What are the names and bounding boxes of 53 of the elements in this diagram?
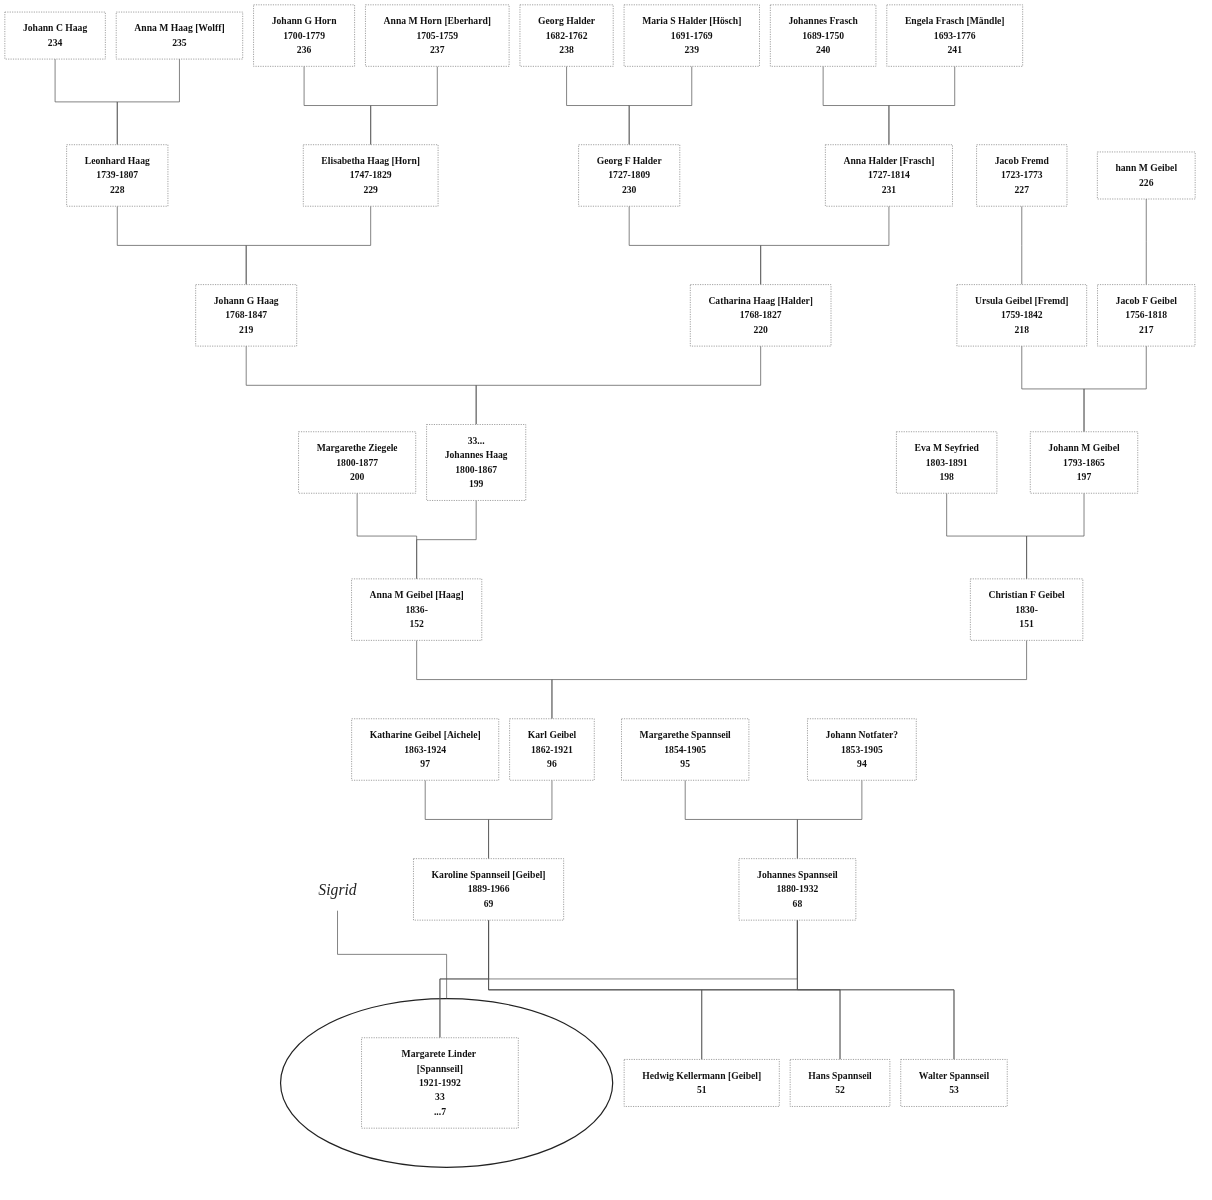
node-box: Johann M Geibel 1793-1865 197 xyxy=(1030,431,1139,494)
node-box: Jacob F Geibel 1756-1818 217 xyxy=(1097,284,1196,347)
node-box: Hedwig Kellermann [Geibel] 51 xyxy=(623,1059,780,1107)
node-box: 33... Johannes Haag 1800-1867 199 xyxy=(426,424,527,501)
node-box: Hans Spannseil 52 xyxy=(789,1059,891,1107)
node-box: Margarete Linder [Spannseil] 1921-1992 33 ...7 xyxy=(361,1037,519,1129)
connector xyxy=(888,65,956,146)
node-box: Anna Halder [Frasch] 1727-1814 231 xyxy=(825,144,953,207)
connector xyxy=(760,205,890,285)
cluster xyxy=(279,997,614,1168)
node-text: Sigrid xyxy=(318,880,357,899)
connector xyxy=(424,779,489,859)
node-box: Ursula Geibel [Fremd] 1759-1842 218 xyxy=(956,284,1087,347)
node-box: Johann C Haag 234 xyxy=(4,11,106,60)
connector xyxy=(946,492,1027,580)
node-box: Margarethe Ziegele 1800-1877 200 xyxy=(298,431,417,494)
node-box: Maria S Halder [Hösch] 1691-1769 239 xyxy=(623,4,760,67)
connector xyxy=(1021,345,1085,433)
node-box: Walter Spannseil 53 xyxy=(900,1059,1008,1107)
connector xyxy=(245,205,372,285)
node-box: Georg F Halder 1727-1809 230 xyxy=(578,144,681,207)
node-box: Engela Frasch [Mändle] 1693-1776 241 xyxy=(886,4,1023,67)
connector xyxy=(684,779,798,859)
connector xyxy=(356,492,418,580)
connector xyxy=(116,58,180,146)
node-box: Anna M Horn [Eberhard] 1705-1759 237 xyxy=(365,4,510,67)
node-box: Catharina Haag [Halder] 1768-1827 220 xyxy=(690,284,832,347)
node-box: Karl Geibel 1862-1921 96 xyxy=(509,718,595,781)
node-box: Christian F Geibel 1830- 151 xyxy=(970,578,1084,641)
node-box: Anna M Haag [Wolff] 235 xyxy=(115,11,243,60)
connector xyxy=(1021,205,1023,285)
connector xyxy=(370,65,438,146)
node-box: Johannes Spannseil 1880-1932 68 xyxy=(738,858,857,921)
connector xyxy=(416,640,553,720)
connector xyxy=(337,909,447,999)
node-box: Eva M Seyfried 1803-1891 198 xyxy=(896,431,998,494)
node-box: Leonhard Haag 1739-1807 228 xyxy=(66,144,169,207)
node-box: Johann G Horn 1700-1779 236 xyxy=(253,4,355,67)
node-box: Katharine Geibel [Aichele] 1863-1924 97 xyxy=(351,718,500,781)
node-box: Johann G Haag 1768-1847 219 xyxy=(195,284,298,347)
node-box: Jacob Fremd 1723-1773 227 xyxy=(976,144,1068,207)
node-box: Georg Halder 1682-1762 238 xyxy=(519,4,614,67)
connector xyxy=(1145,198,1147,285)
node-box: Karoline Spannseil [Geibel] 1889-1966 69 xyxy=(413,858,564,921)
node-box: Anna M Geibel [Haag] 1836- 152 xyxy=(351,578,483,641)
node-box: Elisabetha Haag [Horn] 1747-1829 229 xyxy=(302,144,439,207)
node-box: hann M Geibel 226 xyxy=(1097,151,1196,200)
node-box: Johannes Frasch 1689-1750 240 xyxy=(770,4,877,67)
node-box: Johann Notfater? 1853-1905 94 xyxy=(807,718,917,781)
node-box: Margarethe Spannseil 1854-1905 95 xyxy=(621,718,750,781)
connector xyxy=(628,65,693,146)
connector xyxy=(475,345,761,425)
connector xyxy=(488,919,955,1060)
